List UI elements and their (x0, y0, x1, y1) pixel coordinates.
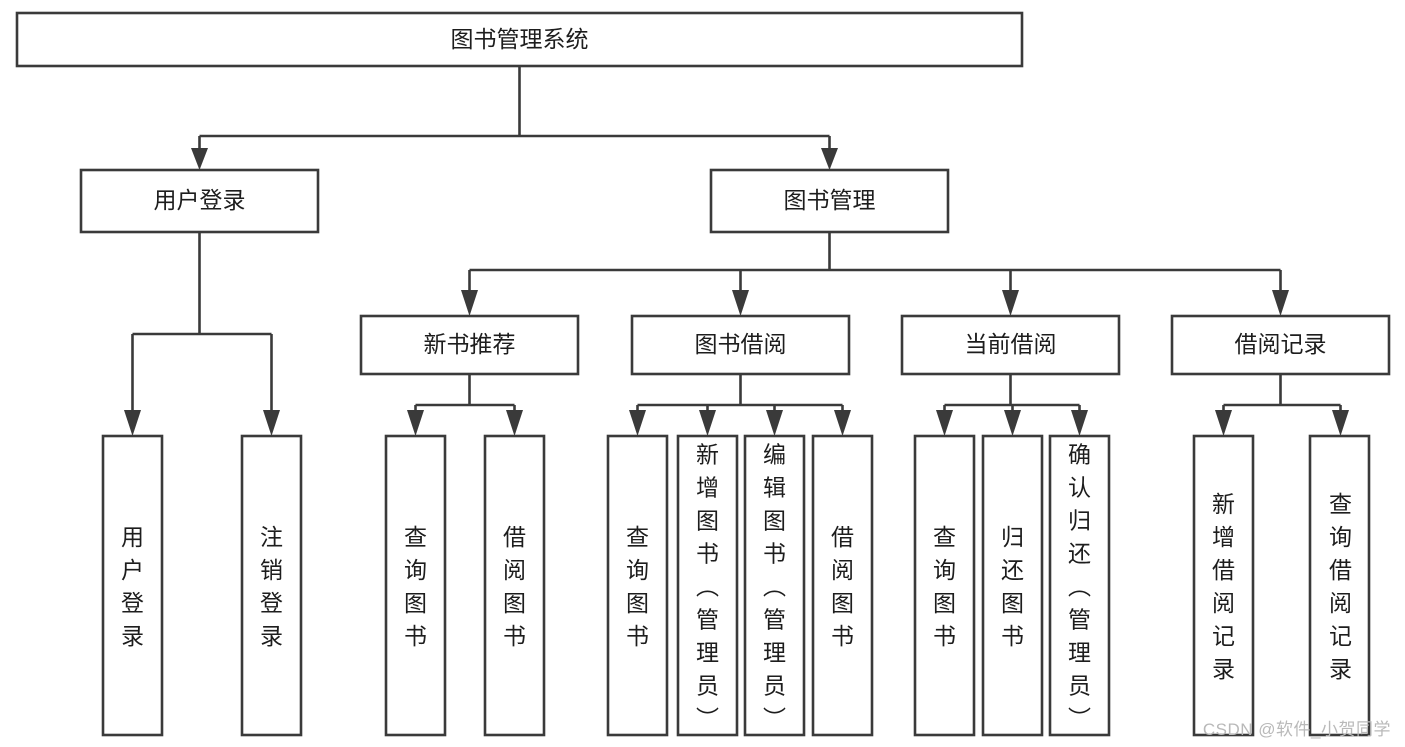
leaf-query-borrow-record-box[interactable] (1308, 434, 1371, 737)
node-root[interactable]: 图书管理系统 (15, 11, 1024, 68)
leaf-logout-box[interactable] (240, 434, 303, 737)
leaf-query-borrow-record[interactable]: 查询借阅记录 (1308, 434, 1371, 737)
connector-layer (124, 66, 1349, 436)
node-book-borrow[interactable]: 图书借阅 (630, 314, 851, 376)
leaf-query-books-borrow-box[interactable] (606, 434, 669, 737)
node-book-borrow-label: 图书借阅 (695, 331, 787, 357)
leaf-add-book-admin[interactable]: 新增图书︵管理员︶ (676, 434, 739, 737)
arrow-current-leaf-1 (936, 410, 953, 436)
leaf-logout-label: 注销登录 (260, 524, 283, 649)
leaf-query-books-current-label: 查询图书 (933, 524, 956, 649)
leaf-add-borrow-record-label: 新增借阅记录 (1212, 491, 1235, 682)
arrow-records-leaf-2 (1332, 410, 1349, 436)
leaf-return-book-box[interactable] (981, 434, 1044, 737)
arrow-borrow-leaf-3 (766, 410, 783, 436)
leaf-logout[interactable]: 注销登录 (240, 434, 303, 737)
leaf-add-book-admin-box[interactable] (676, 434, 739, 737)
node-user-login-label: 用户登录 (154, 187, 246, 213)
arrow-root-to-user-login (191, 148, 208, 170)
node-book-management-box[interactable] (709, 168, 950, 234)
leaf-user-login-box[interactable] (101, 434, 164, 737)
node-new-book-recommend-label: 新书推荐 (424, 331, 516, 357)
arrow-borrow-leaf-2 (699, 410, 716, 436)
node-root-box[interactable] (15, 11, 1024, 68)
leaf-borrow-book-label: 借阅图书 (831, 524, 854, 649)
node-borrow-records-label: 借阅记录 (1235, 331, 1327, 357)
node-book-management[interactable]: 图书管理 (709, 168, 950, 234)
arrow-borrow-leaf-4 (834, 410, 851, 436)
leaf-confirm-return-admin[interactable]: 确认归还︵管理员︶ (1048, 434, 1111, 737)
node-borrow-records[interactable]: 借阅记录 (1170, 314, 1391, 376)
node-book-borrow-box[interactable] (630, 314, 851, 376)
node-user-login[interactable]: 用户登录 (79, 168, 320, 234)
node-book-management-label: 图书管理 (784, 187, 876, 213)
leaf-return-book-label: 归还图书 (1001, 524, 1024, 649)
node-user-login-box[interactable] (79, 168, 320, 234)
leaf-borrow-books-new-box[interactable] (483, 434, 546, 737)
leaf-confirm-return-admin-box[interactable] (1048, 434, 1111, 737)
arrow-new-books-leaf-1 (407, 410, 424, 436)
node-new-book-recommend-box[interactable] (359, 314, 580, 376)
arrow-current-leaf-2 (1004, 410, 1021, 436)
arrow-book-mgmt-to-new-books (461, 290, 478, 316)
arrow-records-leaf-1 (1215, 410, 1232, 436)
leaf-edit-book-admin-box[interactable] (743, 434, 806, 737)
leaf-user-login[interactable]: 用户登录 (101, 434, 164, 737)
arrow-book-mgmt-to-borrow (732, 290, 749, 316)
arrow-book-mgmt-to-current (1002, 290, 1019, 316)
arrow-user-login-leaf-2 (263, 410, 280, 436)
leaf-confirm-return-admin-label: 确认归还︵管理员︶ (1068, 442, 1091, 732)
csdn-watermark: CSDN @软件_小贺同学 (1202, 720, 1391, 739)
leaf-return-book[interactable]: 归还图书 (981, 434, 1044, 737)
node-root-label: 图书管理系统 (451, 26, 589, 52)
arrow-current-leaf-3 (1071, 410, 1088, 436)
leaf-borrow-book-box[interactable] (811, 434, 874, 737)
leaf-add-borrow-record[interactable]: 新增借阅记录 (1192, 434, 1255, 737)
leaf-edit-book-admin-label: 编辑图书︵管理员︶ (763, 442, 786, 732)
leaf-borrow-books-new-label: 借阅图书 (503, 524, 526, 649)
node-current-borrow[interactable]: 当前借阅 (900, 314, 1121, 376)
node-current-borrow-label: 当前借阅 (965, 331, 1057, 357)
leaf-query-books-new-box[interactable] (384, 434, 447, 737)
leaf-query-borrow-record-label: 查询借阅记录 (1329, 491, 1352, 682)
leaf-query-books-borrow[interactable]: 查询图书 (606, 434, 669, 737)
node-new-book-recommend[interactable]: 新书推荐 (359, 314, 580, 376)
arrow-root-to-book-mgmt (821, 148, 838, 170)
arrow-borrow-leaf-1 (629, 410, 646, 436)
leaf-query-books-new[interactable]: 查询图书 (384, 434, 447, 737)
leaf-query-books-current[interactable]: 查询图书 (913, 434, 976, 737)
arrow-new-books-leaf-2 (506, 410, 523, 436)
leaf-query-books-new-label: 查询图书 (404, 524, 427, 649)
arrow-book-mgmt-to-records (1272, 290, 1289, 316)
node-current-borrow-box[interactable] (900, 314, 1121, 376)
leaf-add-borrow-record-box[interactable] (1192, 434, 1255, 737)
leaf-edit-book-admin[interactable]: 编辑图书︵管理员︶ (743, 434, 806, 737)
leaf-borrow-book[interactable]: 借阅图书 (811, 434, 874, 737)
node-borrow-records-box[interactable] (1170, 314, 1391, 376)
leaf-query-books-current-box[interactable] (913, 434, 976, 737)
leaf-user-login-label: 用户登录 (121, 524, 144, 649)
leaf-borrow-books-new[interactable]: 借阅图书 (483, 434, 546, 737)
leaf-query-books-borrow-label: 查询图书 (626, 524, 649, 649)
arrow-user-login-leaf-1 (124, 410, 141, 436)
leaf-add-book-admin-label: 新增图书︵管理员︶ (696, 442, 719, 732)
